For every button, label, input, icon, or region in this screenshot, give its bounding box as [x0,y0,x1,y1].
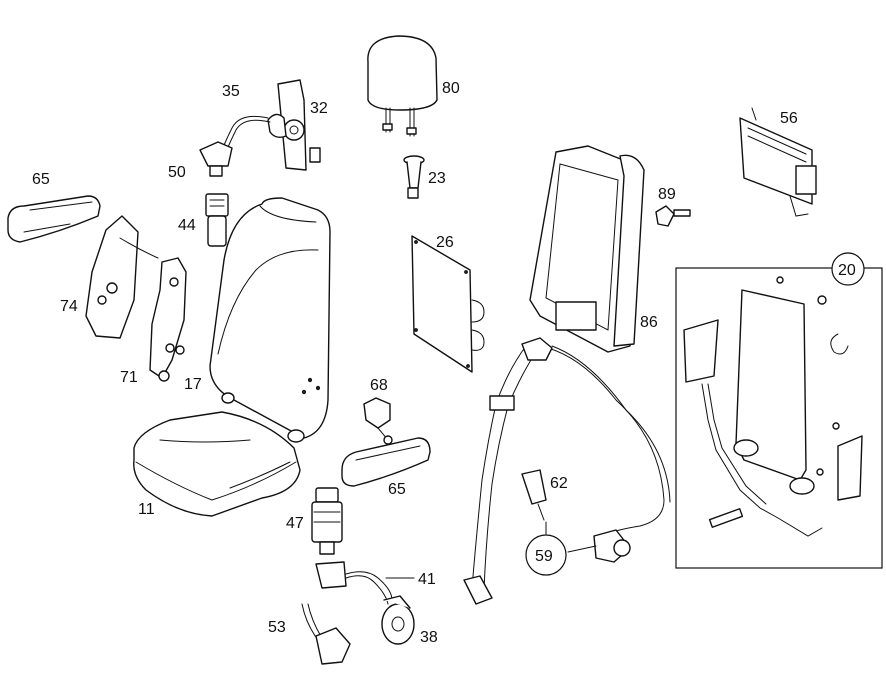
callout-65-lower: 65 [388,481,406,498]
recliner-bracket-part [149,257,187,382]
callout-17: 17 [184,376,202,393]
callout-53: 53 [268,619,286,636]
buckle-part [521,469,547,521]
seat-motor-part [311,487,343,555]
callout-89: 89 [658,186,676,203]
clip-part [363,397,393,445]
callout-44: 44 [178,217,196,234]
callout-56: 56 [780,110,798,127]
callout-80: 80 [442,80,460,97]
callout-11: 11 [138,501,155,518]
armrest-right-part [341,437,431,487]
callout-47: 47 [286,515,304,532]
armrest-left-part [7,195,101,243]
seatback-frame-part [529,145,645,353]
callout-71: 71 [120,369,138,386]
callout-35: 35 [222,83,240,100]
callout-65-upper: 65 [32,171,50,188]
callout-62: 62 [550,475,568,492]
callout-labels: 80 35 32 56 50 23 89 65 44 26 20 74 86 7… [32,80,865,646]
callout-41: 41 [418,571,436,588]
lumbar-adjuster-part [199,79,321,177]
callout-74: 74 [60,298,78,315]
inset-detail-box [675,267,883,569]
callout-50: 50 [168,164,186,181]
callout-23: 23 [428,170,446,187]
cable-connector-part [301,603,351,665]
mounting-plate-part [411,235,485,373]
headrest-part [367,35,438,137]
side-bracket-part [85,215,159,339]
seat-belt-part [463,337,671,605]
callout-38: 38 [420,629,438,646]
bolt-part [655,205,691,227]
small-motor-part [205,193,229,247]
callout-59: 59 [535,548,553,565]
seat-cushion-part [133,411,301,517]
leader-lines [385,521,597,579]
control-module-part [739,107,817,217]
callout-26: 26 [436,234,454,251]
callout-86: 86 [640,314,658,331]
callout-20: 20 [838,262,856,279]
callout-32: 32 [310,100,328,117]
callout-20-circle [831,252,865,286]
guide-sleeve-part [403,155,425,199]
callout-59-circle [525,534,567,576]
callout-68: 68 [370,377,388,394]
cable-and-gear-part [315,561,415,645]
backrest-part [209,197,331,443]
